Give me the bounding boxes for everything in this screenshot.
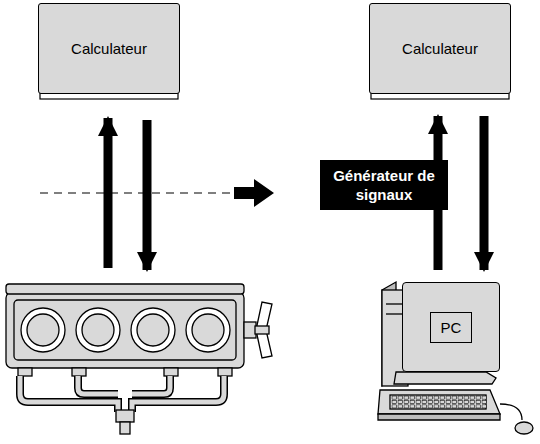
computer-box: Calculateur (38, 3, 180, 94)
node-label: Générateur de signaux (329, 166, 439, 204)
signal-arrow (434, 210, 443, 270)
transition-arrow (234, 179, 274, 207)
node-label: Calculateur (71, 40, 147, 57)
keyboard-keys (392, 396, 487, 408)
dashed-line (40, 192, 255, 193)
computer-box: Calculateur (369, 3, 511, 94)
engine (6, 284, 272, 434)
node-label: PC (441, 319, 462, 336)
monitor-screen: PC (430, 312, 473, 343)
signal-generator: Générateur de signaux (320, 160, 448, 210)
pc-illustration (378, 282, 533, 434)
node-label: Calculateur (402, 40, 478, 57)
pc-monitor: PC (402, 282, 500, 372)
signal-arrow (480, 116, 489, 270)
signal-arrow (143, 120, 152, 270)
signal-arrow (434, 116, 443, 160)
